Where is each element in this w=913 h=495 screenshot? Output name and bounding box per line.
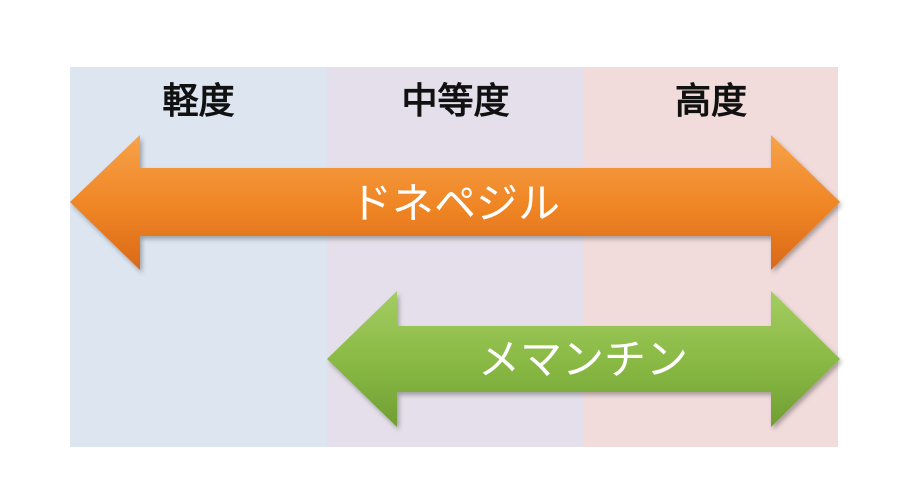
memantine-arrow: メマンチン (327, 291, 840, 427)
donepezil-arrow: ドネペジル (70, 135, 840, 270)
donepezil-label: ドネペジル (350, 179, 560, 228)
severe-label: 高度 (674, 81, 747, 122)
moderate-label: 中等度 (401, 81, 510, 122)
memantine-label: メマンチン (478, 335, 688, 384)
mild-label: 軽度 (162, 81, 235, 122)
mild-column (70, 67, 327, 447)
